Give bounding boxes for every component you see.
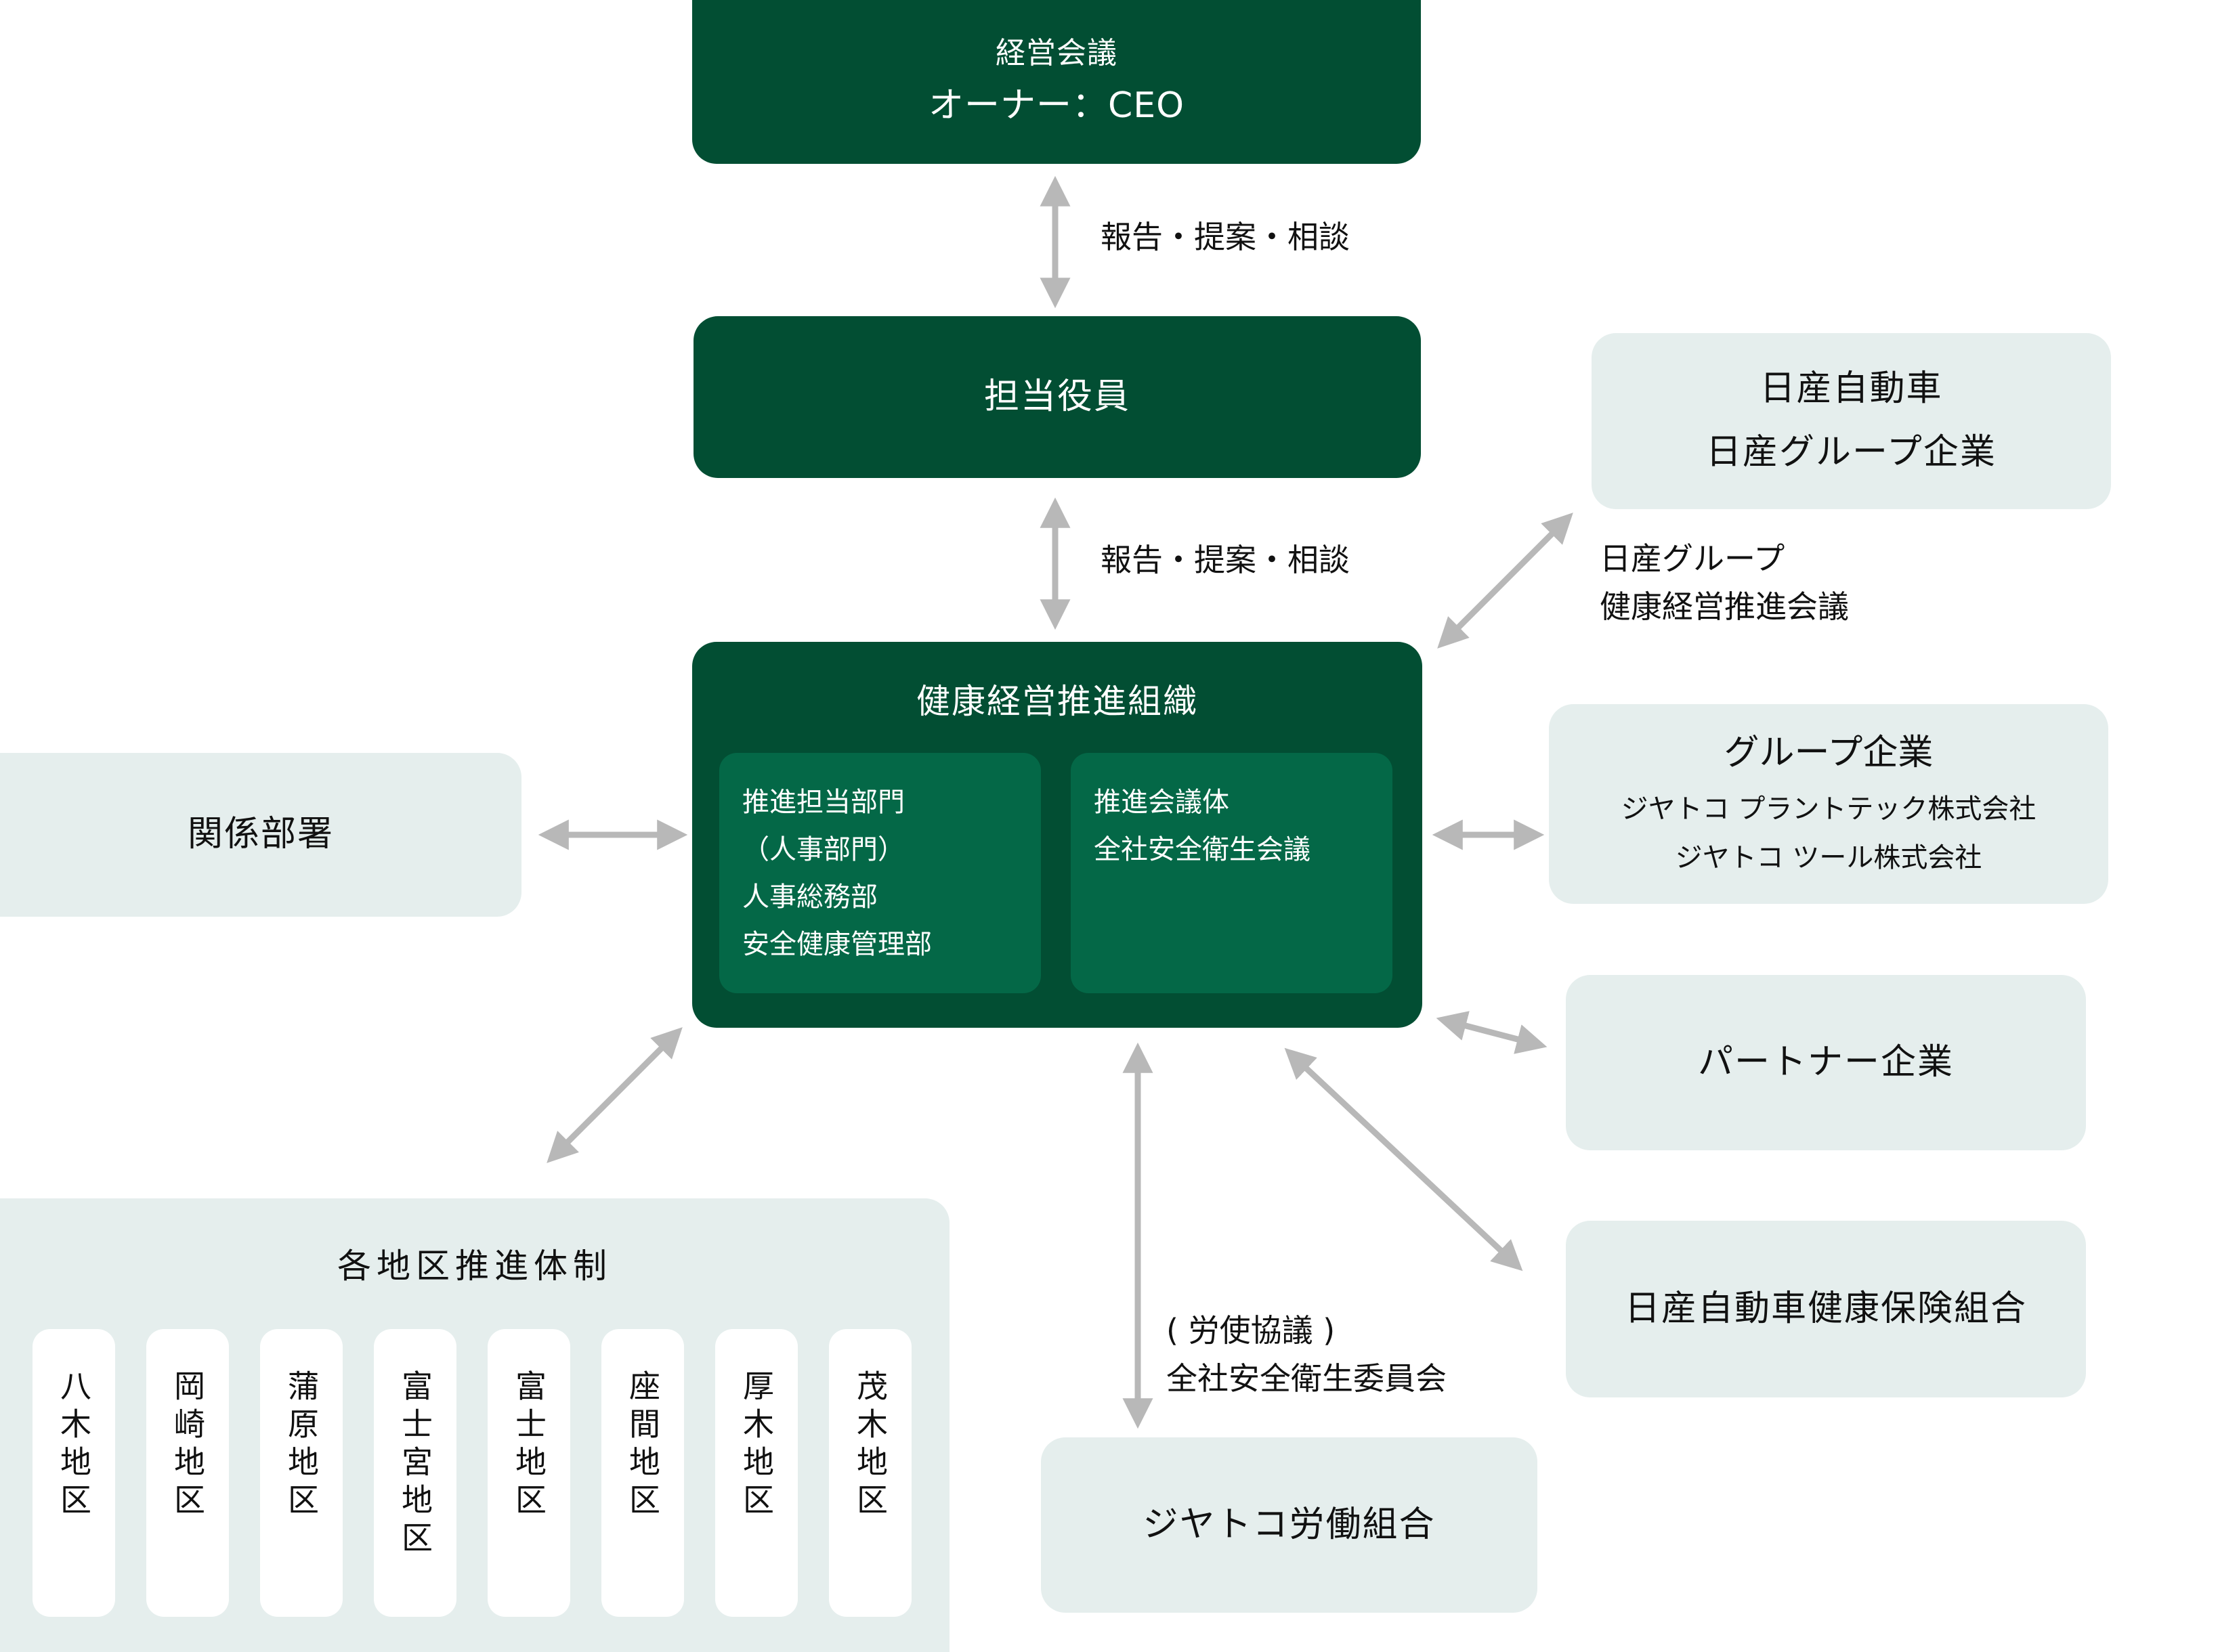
partner-companies-label: パートナー企業 [1697, 1041, 1954, 1083]
arrow-regions-central [547, 1027, 683, 1163]
region-item: 座間地区 [601, 1329, 684, 1617]
panel-line: 推進会議体 [1094, 787, 1229, 818]
region-label: 富士地区 [511, 1370, 547, 1521]
region-item: 厚木地区 [715, 1329, 798, 1617]
labor-union-box: ジヤトコ労働組合 [1041, 1437, 1537, 1613]
promotion-council-panel: 推進会議体 全社安全衛生会議 [1071, 753, 1392, 993]
region-item: 茂木地区 [829, 1329, 912, 1617]
nissan-council-line: 日産グループ [1600, 540, 1785, 577]
executive-officer-label: 担当役員 [983, 376, 1130, 417]
region-label: 厚木地区 [738, 1370, 775, 1521]
labor-council-line: 全社安全衛生委員会 [1166, 1360, 1447, 1397]
region-label: 蒲原地区 [283, 1370, 320, 1521]
region-label: 八木地区 [56, 1370, 92, 1521]
group-company-item: ジヤトコ プラントテック株式会社 [1621, 793, 2036, 825]
nissan-council-line: 健康経営推進会議 [1600, 588, 1849, 626]
arrow-partner-central [1436, 1011, 1548, 1054]
organization-title: 健康経営推進組織 [916, 682, 1198, 721]
group-company-item: ジヤトコ ツール株式会社 [1675, 842, 1982, 873]
labor-council-label: ( 労使協議 ) 全社安全衛生委員会 [1166, 1307, 1447, 1404]
region-item: 富士地区 [488, 1329, 570, 1617]
region-item: 蒲原地区 [260, 1329, 343, 1617]
panel-line: 人事総務部 [742, 882, 878, 913]
management-meeting-box: 経営会議 オーナー：CEO [692, 0, 1421, 164]
nissan-council-label: 日産グループ 健康経営推進会議 [1600, 535, 1849, 632]
partner-companies-box: パートナー企業 [1566, 975, 2086, 1150]
related-departments-box: 関係部署 [0, 753, 521, 917]
region-label: 茂木地区 [852, 1370, 889, 1521]
labor-union-label: ジヤトコ労働組合 [1143, 1504, 1436, 1545]
arrow-label-report-1: 報告・提案・相談 [1101, 219, 1350, 255]
arrow-label-report-2: 報告・提案・相談 [1101, 542, 1350, 578]
region-item: 富士宮地区 [374, 1329, 456, 1617]
panel-line: 推進担当部門 [742, 787, 905, 818]
regional-promotion-box: 各地区推進体制 [0, 1198, 950, 1652]
regional-promotion-title: 各地区推進体制 [337, 1246, 612, 1286]
panel-line: （人事部門） [742, 834, 905, 865]
labor-council-line: ( 労使協議 ) [1166, 1312, 1336, 1349]
region-label: 岡崎地区 [169, 1370, 206, 1521]
nissan-box: 日産自動車 日産グループ企業 [1592, 333, 2111, 509]
region-label: 富士宮地区 [397, 1370, 433, 1559]
panel-line: 安全健康管理部 [742, 929, 932, 960]
region-item: 八木地区 [33, 1329, 115, 1617]
panel-line: 全社安全衛生会議 [1094, 834, 1310, 865]
nissan-motor-label: 日産自動車 [1760, 368, 1943, 410]
group-companies-box: グループ企業 ジヤトコ プラントテック株式会社 ジヤトコ ツール株式会社 [1549, 704, 2108, 904]
health-insurance-box: 日産自動車健康保険組合 [1566, 1221, 2086, 1397]
arrow-insurance-central [1284, 1047, 1523, 1271]
arrow-nissan-central [1437, 513, 1573, 649]
management-meeting-title: 経営会議 [996, 36, 1117, 71]
executive-officer-box: 担当役員 [694, 316, 1421, 478]
region-item: 岡崎地区 [146, 1329, 229, 1617]
health-insurance-label: 日産自動車健康保険組合 [1624, 1288, 2027, 1329]
promotion-department-panel: 推進担当部門 （人事部門） 人事総務部 安全健康管理部 [719, 753, 1041, 993]
group-companies-title: グループ企業 [1724, 732, 1934, 773]
related-departments-label: 関係部署 [187, 814, 334, 855]
nissan-group-companies-label: 日産グループ企業 [1706, 432, 1997, 473]
region-label: 座間地区 [624, 1370, 661, 1521]
owner-ceo-label: オーナー：CEO [928, 85, 1185, 126]
